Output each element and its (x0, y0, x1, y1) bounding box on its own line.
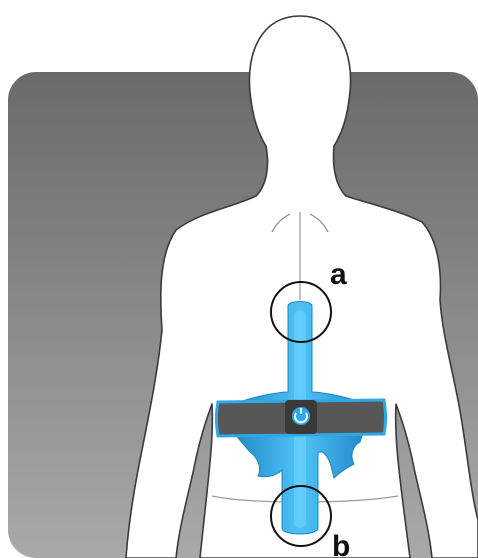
callout-label-b: b (332, 530, 350, 558)
callout-label-a: a (330, 258, 347, 291)
power-button-icon (292, 407, 310, 425)
